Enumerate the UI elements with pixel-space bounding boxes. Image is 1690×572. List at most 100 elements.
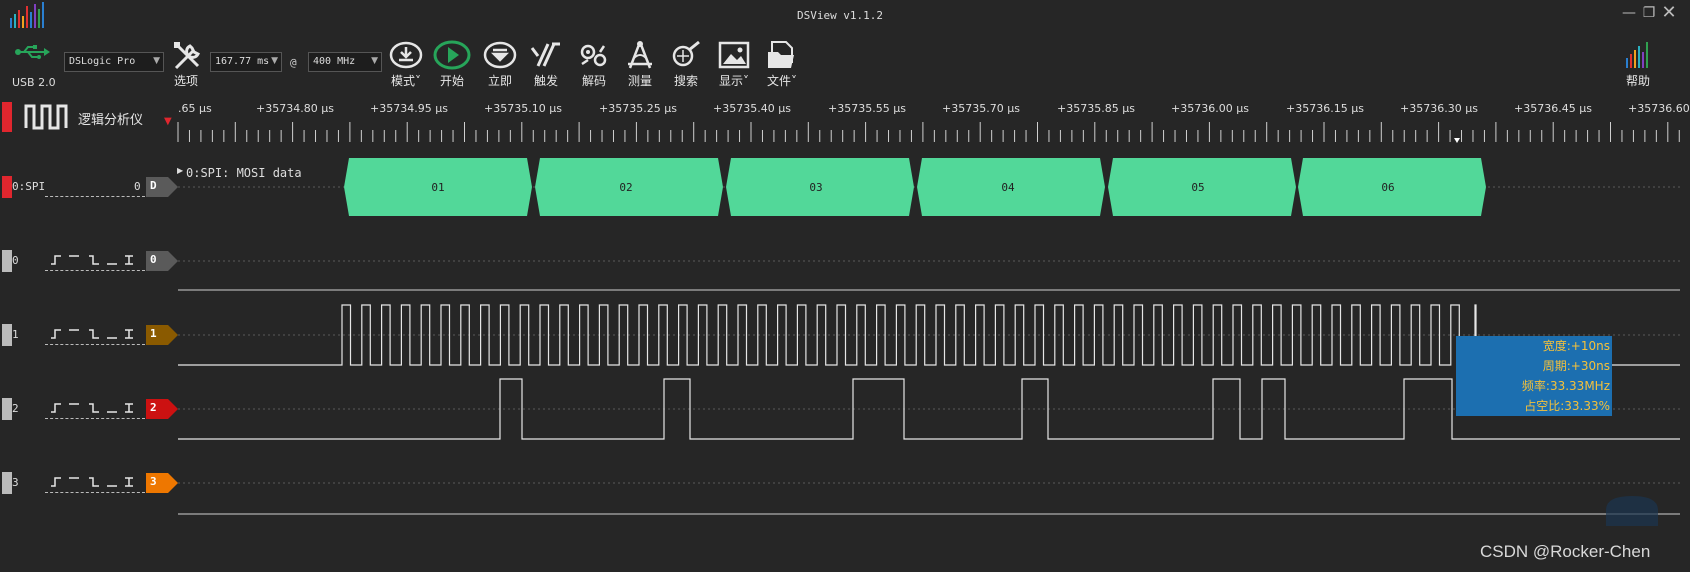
close-icon[interactable]: ✕: [1661, 2, 1677, 23]
options-label: 选项: [173, 74, 198, 88]
ruler-tick-label: .65 μs: [178, 102, 212, 115]
decoder-byte-label: 01: [431, 181, 445, 194]
display-button[interactable]: 显示˅: [714, 38, 754, 89]
at-sign: @: [290, 56, 297, 69]
logic-analyzer-header: 逻辑分析仪 ▼: [0, 100, 178, 136]
channel-name: 1: [12, 328, 19, 341]
decoder-byte-block: [535, 158, 723, 216]
channel-name: 2: [12, 402, 19, 415]
decoder-byte-label: 06: [1381, 181, 1395, 194]
window-title: DSView v1.1.2: [796, 9, 884, 22]
help-button[interactable]: 帮助: [1618, 38, 1658, 89]
sample-time-select[interactable]: 167.77 ms ▼: [210, 52, 282, 72]
time-ruler[interactable]: .65 μs +35734.80 μs +35734.95 μs +35735.…: [178, 96, 1690, 146]
decode-icon: [580, 44, 607, 67]
start-label: 开始: [439, 74, 464, 88]
help-logo-icon: [1626, 42, 1648, 68]
channel-row-spi[interactable]: 0:SPI 0 D: [0, 168, 178, 208]
expand-arrow-icon[interactable]: ▶: [177, 166, 184, 175]
channel-row-2[interactable]: 2 2: [0, 390, 178, 430]
ruler-tick-label: +35735.55 μs: [828, 102, 906, 115]
measurement-popup: 宽度:+10ns 周期:+30ns 频率:33.33MHz 占空比:33.33%: [1456, 336, 1612, 416]
measure-button[interactable]: 测量: [620, 38, 660, 89]
channel-color-marker: [2, 324, 12, 346]
decoder-byte-block: [726, 158, 914, 216]
channel-tag-label: 3: [150, 475, 157, 488]
decoder-byte-label: 04: [1001, 181, 1015, 194]
ruler-tick-label: +35736.30 μs: [1400, 102, 1478, 115]
decoder-byte-block: [917, 158, 1105, 216]
usb-icon: [10, 44, 54, 64]
channel-row-1[interactable]: 1 1: [0, 316, 178, 356]
channel-name: 3: [12, 476, 19, 489]
channel-tag[interactable]: 1: [146, 325, 178, 345]
instant-button[interactable]: 立即: [480, 38, 520, 89]
channel-color-marker: [2, 472, 12, 494]
ruler-tick-label: +35735.25 μs: [599, 102, 677, 115]
channel-tag[interactable]: 3: [146, 473, 178, 493]
channel-1-waveform: [178, 304, 1680, 366]
start-button[interactable]: 开始: [432, 38, 472, 89]
ruler-tick-label: +35735.40 μs: [713, 102, 791, 115]
watermark-logo-icon: [1606, 496, 1658, 526]
decoder-title: 0:SPI: MOSI data: [186, 166, 302, 180]
channel-2-waveform: [178, 378, 1680, 440]
options-button[interactable]: 选项: [168, 38, 204, 89]
search-icon: [672, 40, 700, 67]
search-label: 搜索: [673, 74, 698, 88]
chevron-down-icon: ▼: [371, 56, 378, 66]
logic-waveform-icon: [24, 104, 68, 130]
decoder-name: 0:SPI: [12, 180, 46, 193]
channel-row-0[interactable]: 0 0: [0, 242, 178, 282]
ruler-tick-label: +35735.85 μs: [1057, 102, 1135, 115]
search-button[interactable]: 搜索: [666, 38, 706, 89]
mode-button[interactable]: 模式˅: [386, 38, 426, 89]
play-icon: [433, 40, 471, 70]
trigger-label: 触发: [533, 74, 558, 88]
ruler-tick-label: +35736.15 μs: [1286, 102, 1364, 115]
device-select[interactable]: DSLogic Pro ▼: [64, 52, 164, 72]
trigger-options-icon[interactable]: [45, 398, 145, 419]
mode-label: 模式: [390, 74, 415, 88]
decoder-byte-block: [344, 158, 532, 216]
minimize-icon[interactable]: —: [1622, 5, 1636, 21]
device-select-value: DSLogic Pro: [69, 56, 136, 67]
ruler-tick-label: +35736.00 μs: [1171, 102, 1249, 115]
trigger-options-icon[interactable]: [45, 324, 145, 345]
red-marker: [2, 102, 12, 132]
decoder-byte-block: [1298, 158, 1486, 216]
trigger-marker-icon[interactable]: ▼: [164, 116, 172, 127]
trigger-button[interactable]: 触发: [526, 38, 566, 89]
channel-row-3[interactable]: 3 3: [0, 464, 178, 504]
sample-time-value: 167.77 ms: [215, 56, 270, 67]
channel-tag-shape: [146, 251, 178, 271]
restore-icon[interactable]: ❐: [1642, 5, 1656, 21]
decode-button[interactable]: 解码: [574, 38, 614, 89]
trigger-options-icon[interactable]: [45, 250, 145, 271]
trigger-options-icon[interactable]: [45, 472, 145, 493]
file-button[interactable]: 文件˅: [762, 38, 802, 89]
measure-period: 周期:+30ns: [1542, 359, 1610, 373]
decoder-tag[interactable]: D: [146, 177, 178, 197]
sample-rate-value: 400 MHz: [313, 56, 356, 67]
channel-tag[interactable]: 2: [146, 399, 178, 419]
ruler-tick-label: +35736.45 μs: [1514, 102, 1592, 115]
chevron-down-icon: ˅: [791, 74, 797, 88]
tools-icon: [174, 42, 200, 70]
cursor-marker-icon: [1454, 138, 1460, 143]
measure-compass-icon: [628, 41, 652, 69]
channel-tag[interactable]: 0: [146, 251, 178, 271]
measure-frequency: 频率:33.33MHz: [1521, 379, 1610, 393]
sample-rate-select[interactable]: 400 MHz ▼: [308, 52, 382, 72]
channel-tag-label: 2: [150, 401, 157, 414]
logic-analyzer-label: 逻辑分析仪: [78, 113, 144, 128]
ruler-tick-label: +35735.70 μs: [942, 102, 1020, 115]
ruler-tick-label: +35736.60: [1628, 102, 1690, 115]
chevron-down-icon: ˅: [743, 74, 749, 88]
channel-color-marker: [2, 250, 12, 272]
download-icon: [389, 41, 423, 69]
ruler-tick-label: +35734.95 μs: [370, 102, 448, 115]
decoder-byte-block: [1108, 158, 1296, 216]
watermark: CSDN @Rocker-Chen: [1480, 542, 1651, 561]
